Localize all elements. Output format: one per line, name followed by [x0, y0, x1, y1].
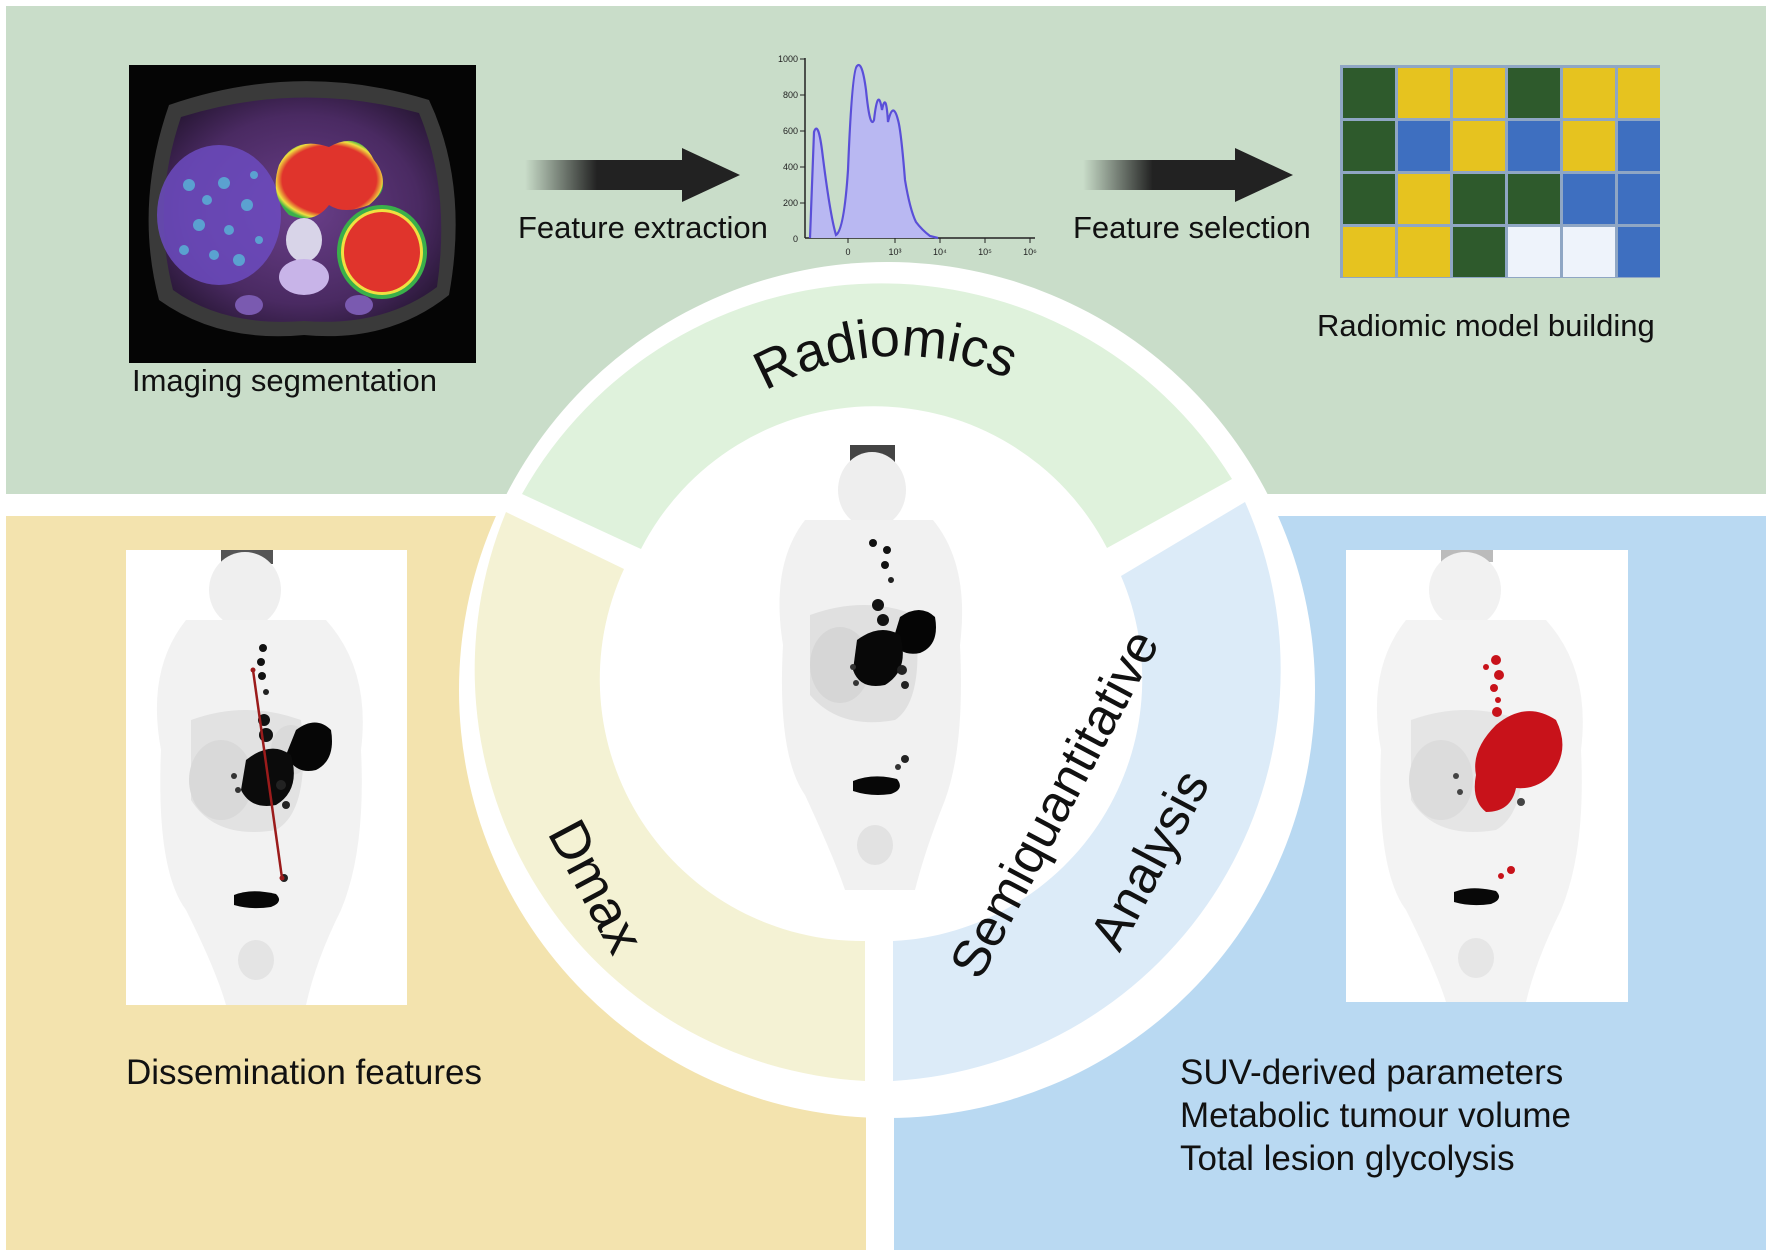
matrix-cell	[1453, 121, 1505, 171]
matrix-cell	[1508, 174, 1560, 224]
matrix-cell	[1453, 68, 1505, 118]
matrix-cell	[1453, 227, 1505, 277]
matrix-cell	[1398, 121, 1450, 171]
matrix-cell	[1398, 68, 1450, 118]
mip-scan-segmented	[1346, 550, 1628, 1002]
matrix-cell	[1618, 68, 1660, 118]
hist-y-tick: 200	[783, 198, 798, 208]
matrix-cell	[1563, 121, 1615, 171]
hist-y-tick: 400	[783, 162, 798, 172]
semiquantitative-parameters: SUV-derived parameters Metabolic tumour …	[1180, 1051, 1571, 1180]
intensity-histogram: 1000 800 600 400 200 0 0 10³ 10⁴ 10⁵ 10⁶	[778, 54, 1037, 257]
mip-scan-center	[765, 445, 965, 890]
hist-x-tick: 10⁶	[1023, 247, 1037, 257]
matrix-cell	[1453, 174, 1505, 224]
matrix-cell	[1563, 227, 1615, 277]
arrow-right-icon	[1083, 148, 1293, 202]
dissemination-features-label: Dissemination features	[126, 1053, 482, 1092]
mip-scan-dmax	[126, 550, 407, 1005]
total-lesion-glycolysis-label: Total lesion glycolysis	[1180, 1139, 1515, 1178]
matrix-cell	[1618, 227, 1660, 277]
hist-y-tick: 600	[783, 126, 798, 136]
matrix-cell	[1398, 174, 1450, 224]
matrix-cell	[1508, 121, 1560, 171]
feature-matrix	[1340, 65, 1660, 278]
hist-x-tick: 0	[845, 247, 850, 257]
matrix-cell	[1508, 227, 1560, 277]
matrix-cell	[1563, 174, 1615, 224]
matrix-cell	[1343, 227, 1395, 277]
dmax-distance-line	[251, 669, 284, 879]
pet-ct-axial-slice	[129, 65, 476, 363]
hist-x-tick: 10⁵	[978, 247, 992, 257]
matrix-cell	[1398, 227, 1450, 277]
segmentation-label: Imaging segmentation	[132, 363, 438, 398]
matrix-cell	[1563, 68, 1615, 118]
hist-x-tick: 10⁴	[933, 247, 947, 257]
hist-x-tick: 10³	[888, 247, 901, 257]
suv-parameters-label: SUV-derived parameters	[1180, 1053, 1564, 1092]
hist-y-tick: 1000	[778, 54, 798, 64]
radiomic-model-label: Radiomic model building	[1317, 308, 1655, 343]
feature-selection-label: Feature selection	[1073, 210, 1311, 245]
semiquantitative-segment	[893, 502, 1281, 1081]
matrix-cell	[1343, 121, 1395, 171]
arrow-right-icon	[525, 148, 740, 202]
hist-y-tick: 800	[783, 90, 798, 100]
matrix-cell	[1343, 174, 1395, 224]
matrix-cell	[1508, 68, 1560, 118]
matrix-cell	[1618, 121, 1660, 171]
metabolic-tumour-volume-label: Metabolic tumour volume	[1180, 1096, 1571, 1135]
radiomics-segment	[522, 283, 1232, 549]
matrix-cell	[1618, 174, 1660, 224]
feature-extraction-label: Feature extraction	[518, 210, 768, 245]
matrix-cell	[1343, 68, 1395, 118]
dmax-segment	[474, 512, 865, 1081]
hist-y-tick: 0	[793, 234, 798, 244]
